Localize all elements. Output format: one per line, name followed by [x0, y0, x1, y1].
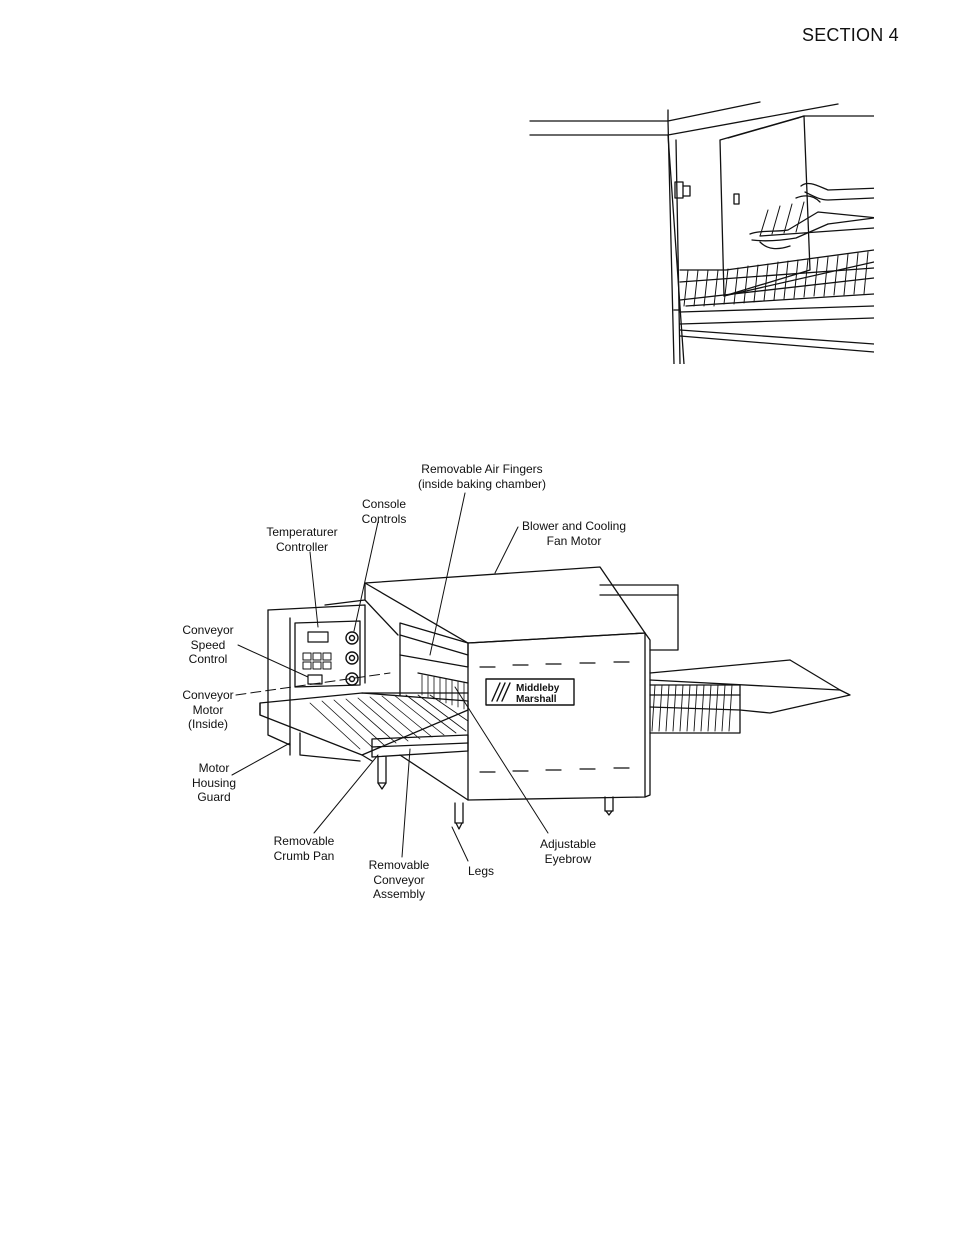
callout-air-fingers: Removable Air Fingers (inside baking cha…	[417, 462, 547, 491]
callout-conveyor-motor: Conveyor Motor (Inside)	[182, 688, 234, 731]
temperature-display	[307, 631, 329, 643]
leg-front	[454, 802, 464, 824]
exit-tray	[649, 679, 851, 714]
blower-housing	[599, 584, 679, 651]
callout-console-controls: Console Controls	[361, 497, 407, 526]
oven-top	[364, 566, 646, 644]
loading-tray	[259, 692, 469, 756]
control-console	[267, 604, 366, 684]
console-knobs	[345, 631, 359, 686]
leg-right	[604, 796, 614, 812]
callout-adjustable-eyebrow: Adjustable Eyebrow	[539, 837, 597, 866]
section-header: SECTION 4	[802, 25, 899, 45]
callout-blower-motor: Blower and Cooling Fan Motor	[521, 519, 627, 548]
conveyor-oven-illustration: Middleby Marshall	[231, 492, 851, 862]
controller-keypad	[302, 652, 332, 670]
callout-temperature-controller: Temperaturer Controller	[266, 525, 338, 554]
brand-logo-text: Middleby	[516, 683, 560, 694]
crumb-pan	[371, 734, 469, 758]
adjustable-eyebrow	[399, 622, 469, 668]
callout-leaders	[231, 492, 549, 862]
callout-conveyor-speed-control: Conveyor Speed Control	[182, 623, 234, 666]
svg-text:Marshall: Marshall	[516, 694, 557, 705]
oven-door-with-hands-icon	[529, 101, 874, 364]
leg-left-front	[377, 756, 387, 784]
callout-crumb-pan: Removable Crumb Pan	[273, 834, 335, 863]
callout-legs: Legs	[467, 864, 495, 878]
callout-motor-housing-guard: Motor Housing Guard	[191, 761, 237, 804]
brand-logo-plate	[485, 678, 575, 706]
oven-front	[467, 632, 646, 801]
callout-conveyor-assembly: Removable Conveyor Assembly	[368, 858, 430, 901]
